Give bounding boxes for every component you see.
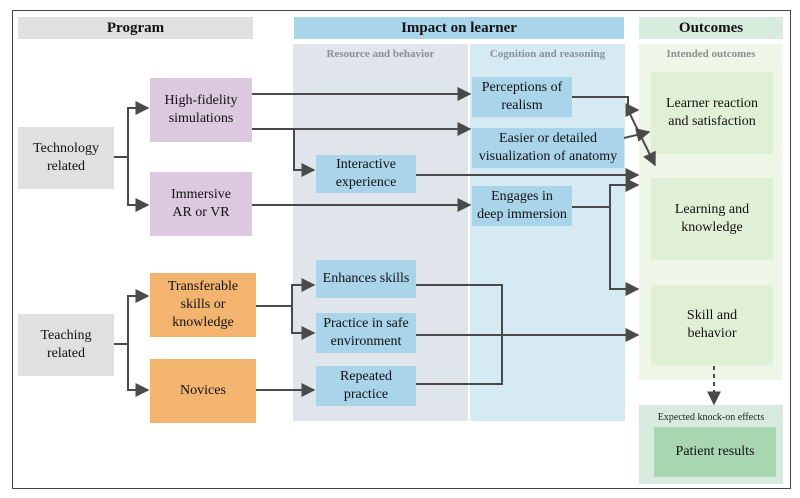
enhances-skills-box: Enhances skills xyxy=(316,260,416,298)
perceptions-of-realism-box: Perceptions of realism xyxy=(472,77,572,117)
high-fidelity-to-interactive-arrow xyxy=(293,129,316,177)
knockon-subheader: Expected knock-on effects xyxy=(657,412,765,423)
high-fidelity-simulations-box: High-fidelity simulations xyxy=(150,78,252,142)
outer-border xyxy=(12,10,791,489)
tech-to-immersive-arrow xyxy=(127,157,150,212)
immersion-to-skill-arrow xyxy=(609,207,640,296)
impact-header: Impact on learner xyxy=(294,17,624,39)
immersion-to-learning-arrow xyxy=(572,178,640,208)
immersive-ar-vr-box: Immersive AR or VR xyxy=(150,172,252,236)
visualization-to-reaction-arrow xyxy=(623,128,651,142)
visualization-anatomy-box: Easier or detailed visualization of anat… xyxy=(472,128,624,168)
novices-box: Novices xyxy=(150,359,256,423)
technology-related-box: Technology related xyxy=(18,127,114,189)
program-header: Program xyxy=(18,17,253,39)
learning-knowledge-box: Learning and knowledge xyxy=(651,178,773,260)
outcomes-header: Outcomes xyxy=(639,17,783,39)
resource-subheader: Resource and behavior xyxy=(326,48,435,60)
learner-reaction-box: Learner reaction and satisfaction xyxy=(651,72,773,154)
resource-column-bg xyxy=(293,44,468,421)
perceptions-to-learning-arrow xyxy=(572,96,656,167)
transferable-to-enhances-arrow xyxy=(256,278,316,307)
interactive-experience-box: Interactive experience xyxy=(316,155,416,193)
repeated-practice-box: Repeated practice xyxy=(316,366,416,406)
teaching-related-box: Teaching related xyxy=(18,314,114,376)
deep-immersion-box: Engages in deep immersion xyxy=(472,186,572,226)
transferable-skills-box: Transferable skills or knowledge xyxy=(150,273,256,337)
teaching-to-transferable-arrow xyxy=(114,289,150,345)
practice-safe-environment-box: Practice in safe environment xyxy=(316,313,416,353)
skill-behavior-box: Skill and behavior xyxy=(651,285,773,365)
patient-results-box: Patient results xyxy=(654,427,776,477)
cognition-subheader: Cognition and reasoning xyxy=(489,48,606,60)
teaching-to-novices-arrow xyxy=(127,344,150,397)
intended-subheader: Intended outcomes xyxy=(666,48,756,60)
tech-to-high-fidelity-arrow xyxy=(114,101,150,158)
transferable-to-practice-arrow xyxy=(291,306,316,340)
